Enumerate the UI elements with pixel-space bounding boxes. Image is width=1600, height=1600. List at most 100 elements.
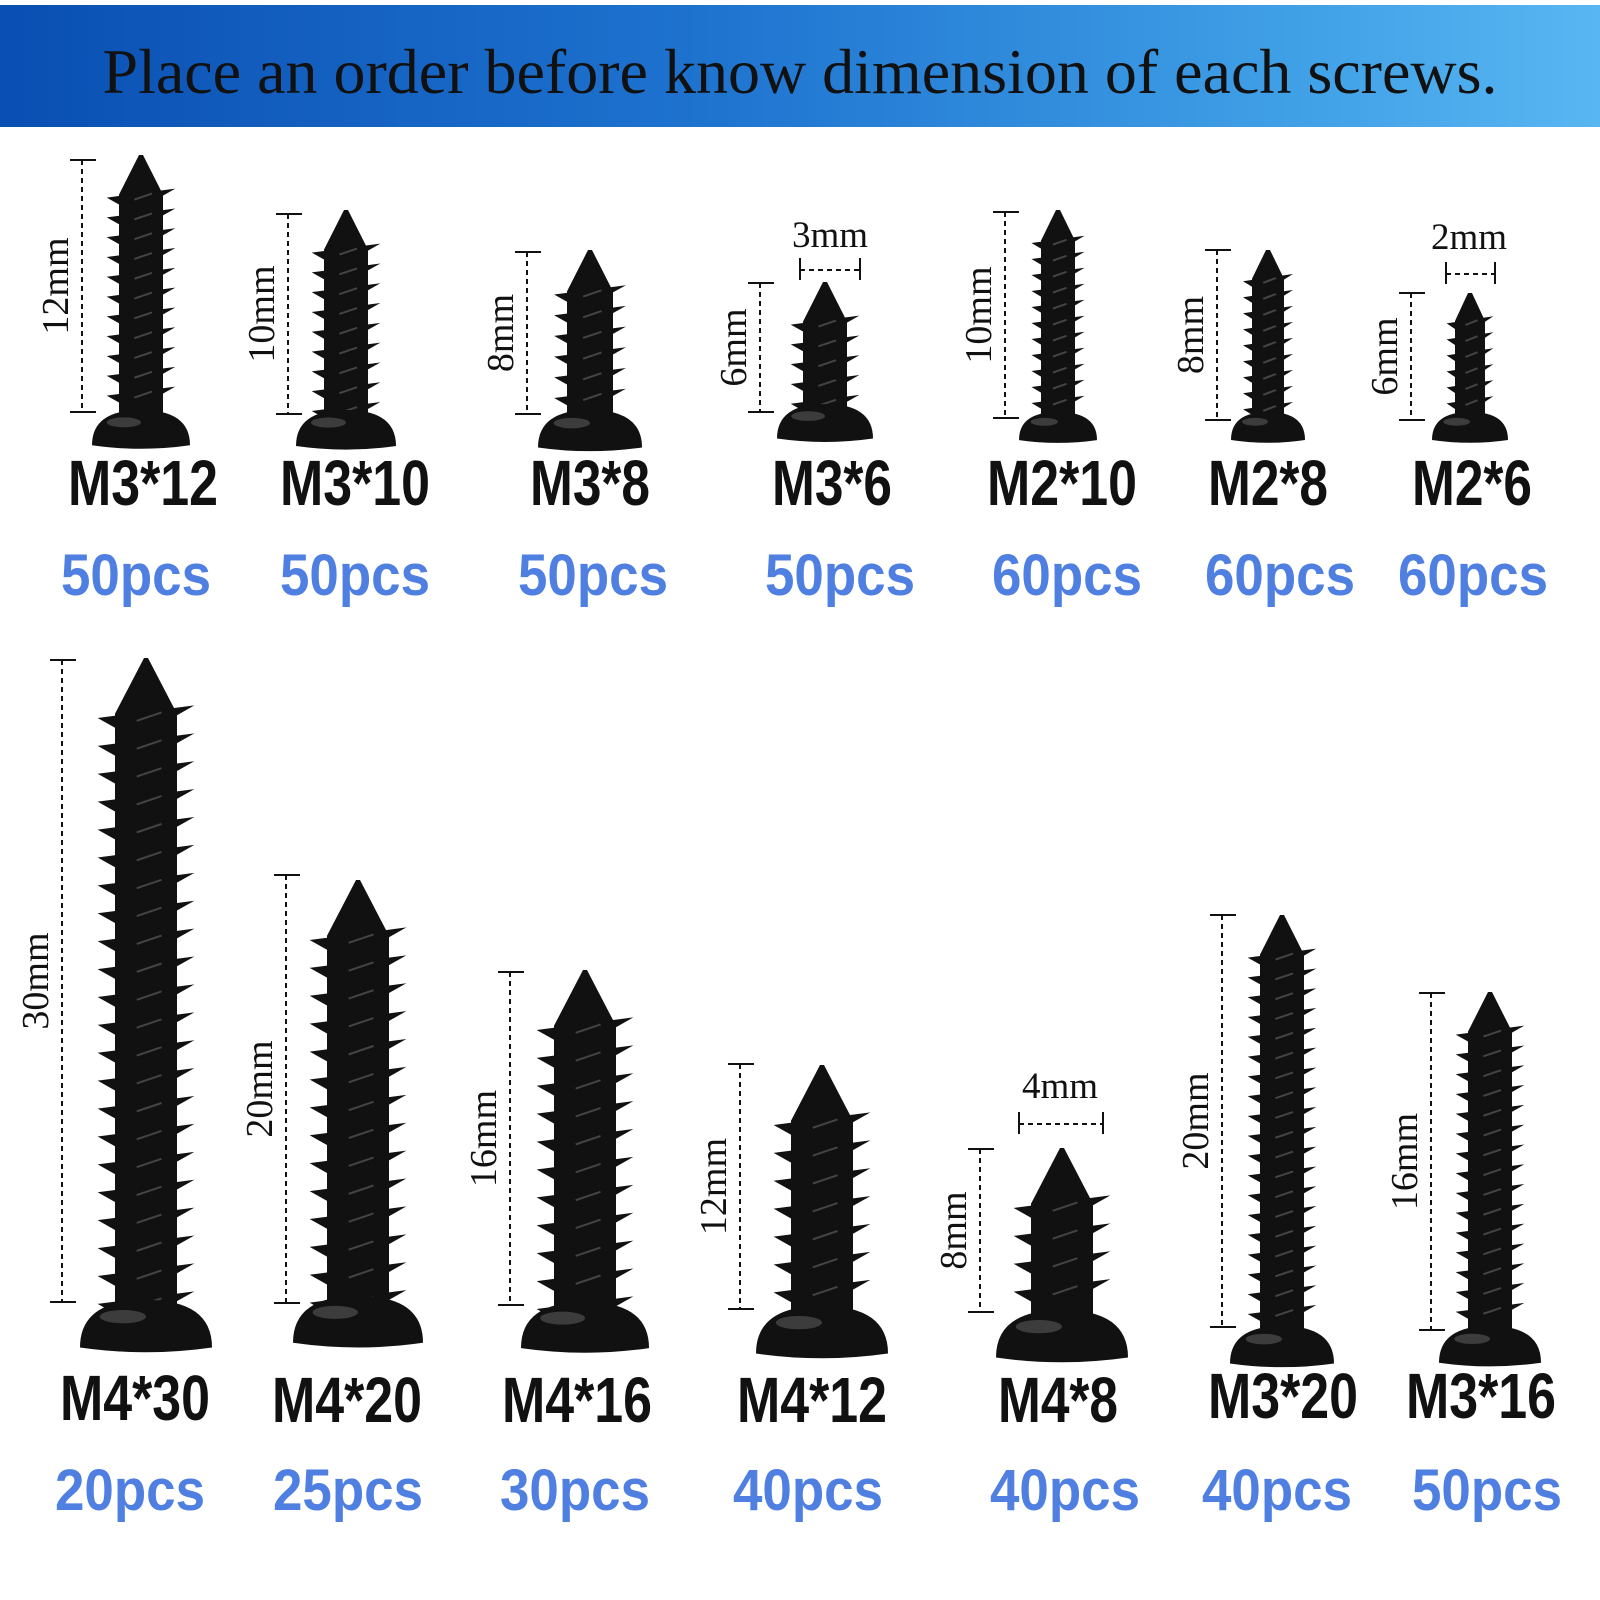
- header-banner: Place an order before know dimension of …: [0, 5, 1600, 127]
- length-label: 6mm: [1364, 317, 1406, 395]
- dimension-7: 30mm: [15, 659, 76, 1303]
- screw-head: [756, 1306, 888, 1359]
- screw-9: [521, 970, 649, 1353]
- screw-threads: [1446, 316, 1494, 409]
- screw-threads: [1013, 1195, 1111, 1302]
- screw-threads: [1455, 1025, 1525, 1319]
- dimension-4: 10mm: [958, 211, 1019, 419]
- size-label-6: M2*6: [1412, 447, 1532, 519]
- screw-head: [538, 410, 642, 452]
- length-label: 30mm: [15, 932, 57, 1029]
- quantity-label-9: 30pcs: [500, 1458, 650, 1523]
- screw-7: [80, 658, 212, 1353]
- screw-threads: [1247, 948, 1317, 1321]
- length-label: 12mm: [693, 1138, 735, 1235]
- quantity-label-3: 50pcs: [765, 543, 915, 608]
- quantity-label-10: 40pcs: [733, 1458, 883, 1523]
- quantity-label-11: 40pcs: [990, 1458, 1140, 1523]
- dimension-3: 6mm 3mm: [713, 215, 868, 413]
- screw-head: [996, 1310, 1128, 1363]
- quantity-label-2: 50pcs: [518, 543, 668, 608]
- screw-shaft: [1468, 992, 1512, 1334]
- length-label: 10mm: [958, 266, 1000, 363]
- screw-5: [1231, 250, 1305, 443]
- size-label-8: M4*20: [272, 1364, 422, 1436]
- screw-threads: [106, 188, 176, 403]
- quantity-label-5: 60pcs: [1205, 543, 1355, 608]
- screw-threads: [1243, 274, 1293, 415]
- screw-0: [92, 155, 190, 449]
- dimension-2: 8mm: [480, 251, 541, 415]
- screw-threads: [554, 285, 626, 406]
- dimension-5: 8mm: [1170, 249, 1231, 421]
- screw-threads: [311, 243, 381, 418]
- screw-2: [538, 250, 642, 452]
- size-label-5: M2*8: [1208, 447, 1328, 519]
- dimension-13: 16mm: [1384, 992, 1445, 1331]
- dimension-12: 20mm: [1175, 914, 1236, 1328]
- screw-threads: [790, 315, 860, 411]
- screw-head: [777, 404, 873, 443]
- length-label: 6mm: [713, 308, 755, 386]
- screw-shaft: [115, 658, 177, 1308]
- size-label-4: M2*10: [987, 447, 1137, 519]
- size-label-9: M4*16: [502, 1364, 652, 1436]
- length-label: 8mm: [480, 294, 522, 372]
- quantity-label-7: 20pcs: [55, 1458, 205, 1523]
- size-label-3: M3*6: [772, 447, 892, 519]
- quantity-label-13: 50pcs: [1412, 1458, 1562, 1523]
- screw-12: [1230, 915, 1334, 1368]
- screw-6: [1432, 293, 1508, 443]
- screw-threads: [1031, 235, 1085, 409]
- dimension-11: 8mm 4mm: [933, 1066, 1104, 1313]
- size-label-11: M4*8: [998, 1364, 1118, 1436]
- length-label: 20mm: [1175, 1072, 1217, 1169]
- screw-3: [777, 282, 873, 443]
- length-label: 16mm: [463, 1090, 505, 1187]
- dimension-8: 20mm: [239, 874, 300, 1304]
- size-label-1: M3*10: [280, 447, 430, 519]
- screw-8: [293, 880, 423, 1348]
- screw-13: [1439, 992, 1541, 1367]
- size-label-0: M3*12: [68, 447, 218, 519]
- dimension-0: 12mm: [35, 159, 96, 413]
- screw-head: [296, 410, 396, 450]
- screw-threads: [97, 705, 195, 1314]
- size-label-12: M3*20: [1208, 1360, 1358, 1432]
- size-label-7: M4*30: [60, 1362, 210, 1434]
- diameter-label: 4mm: [1022, 1066, 1098, 1107]
- quantity-label-0: 50pcs: [61, 543, 211, 608]
- length-label: 8mm: [1170, 296, 1212, 374]
- screw-head: [80, 1300, 212, 1353]
- length-label: 10mm: [241, 265, 283, 362]
- length-label: 16mm: [1384, 1113, 1426, 1210]
- quantity-label-12: 40pcs: [1202, 1458, 1352, 1523]
- screw-head: [92, 410, 190, 449]
- screw-11: [996, 1148, 1128, 1363]
- screw-4: [1019, 210, 1097, 443]
- dimension-6: 6mm 2mm: [1364, 217, 1507, 421]
- quantity-label-4: 60pcs: [992, 543, 1142, 608]
- banner-title: Place an order before know dimension of …: [102, 36, 1498, 107]
- screw-shaft: [327, 880, 389, 1304]
- screw-head: [1432, 412, 1508, 443]
- diameter-label: 3mm: [792, 215, 868, 256]
- screw-1: [296, 210, 396, 450]
- dimension-10: 12mm: [693, 1063, 754, 1310]
- size-label-2: M3*8: [530, 447, 650, 519]
- dimension-1: 10mm: [241, 213, 302, 415]
- screw-head: [1231, 412, 1305, 443]
- screw-10: [756, 1065, 888, 1359]
- screw-head: [1019, 412, 1097, 443]
- length-label: 8mm: [933, 1191, 975, 1269]
- length-label: 12mm: [35, 237, 77, 334]
- size-label-10: M4*12: [737, 1364, 887, 1436]
- dimension-9: 16mm: [463, 971, 524, 1306]
- screw-shaft: [791, 1065, 853, 1314]
- size-label-13: M3*16: [1406, 1360, 1556, 1432]
- quantity-label-8: 25pcs: [273, 1458, 423, 1523]
- diameter-label: 2mm: [1431, 217, 1507, 258]
- screw-threads: [309, 927, 407, 1313]
